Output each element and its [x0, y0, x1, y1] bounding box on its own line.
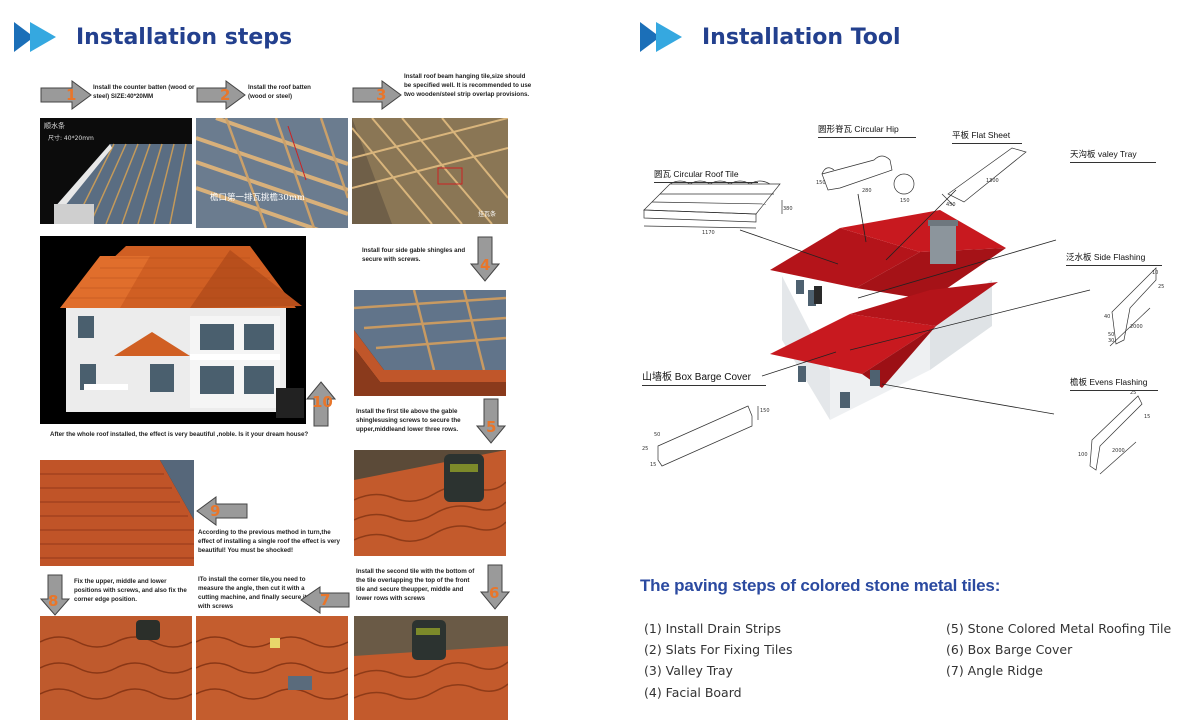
dim-label: 150	[816, 180, 826, 186]
installation-tool-title: Installation Tool	[702, 24, 901, 50]
step-8-arrow: 8	[40, 574, 70, 616]
circular-hip-drawing	[821, 155, 915, 195]
dim-label: 25	[642, 446, 648, 452]
photo-label: 尺寸: 40*20mm	[48, 134, 94, 142]
step-5-arrow: 5	[476, 398, 506, 444]
part-evens-flashing-label: 檐板 Evens Flashing	[1070, 376, 1158, 391]
box-barge-cover-drawing	[657, 405, 759, 467]
paving-step-item: (5) Stone Colored Metal Roofing Tile	[946, 621, 1172, 636]
photo-label: 顺水条	[44, 121, 65, 130]
photo-corner-tile	[196, 616, 348, 720]
step-number: 3	[376, 86, 387, 104]
paving-step-item: (6) Box Barge Cover	[946, 642, 1073, 657]
evens-flashing-drawing	[1089, 395, 1143, 475]
roof-components-diagram: 1170 380 150 280 150 1300 450	[642, 147, 1164, 475]
dim-label: 15	[650, 462, 656, 468]
double-chevron-icon	[640, 22, 682, 52]
step-9-caption: According to the previous method in turn…	[198, 529, 341, 554]
dim-label: 25	[1158, 284, 1164, 290]
installation-steps-header: Installation steps	[12, 18, 292, 56]
part-box-barge-cover-label: 山墙板 Box Barge Cover	[642, 368, 766, 386]
step-1-caption: Install the counter batten (wood or stee…	[93, 84, 195, 100]
paving-steps-title: The paving steps of colored stone metal …	[640, 576, 1001, 595]
part-valley-tray-label: 天沟板 valey Tray	[1070, 148, 1156, 163]
photo-single-roof	[40, 460, 194, 566]
photo-second-tile	[354, 616, 508, 720]
photo-gable-shingles	[354, 290, 506, 396]
paving-step-item: (1) Install Drain Strips	[644, 621, 781, 636]
dim-label: 2000	[1130, 324, 1143, 330]
dim-label: 2000	[1112, 448, 1125, 454]
photo-counter-batten: 顺水条 尺寸: 40*20mm	[40, 118, 192, 224]
dim-label: 150	[900, 198, 910, 204]
dim-label: 150	[760, 408, 770, 414]
dim-label: 450	[946, 202, 956, 208]
step-6-arrow: 6	[480, 564, 510, 610]
step-number: 8	[48, 592, 59, 610]
dim-label: 30	[1108, 338, 1114, 344]
part-circular-roof-tile-label: 圆瓦 Circular Roof Tile	[654, 168, 758, 183]
circular-roof-tile-drawing	[643, 180, 783, 229]
step-number: 7	[320, 591, 331, 609]
photo-finished-house	[40, 236, 306, 424]
dim-label: 1300	[986, 178, 999, 184]
photo-label: 挂瓦条	[478, 210, 496, 218]
step-number: 1	[66, 86, 77, 104]
side-flashing-drawing	[1109, 267, 1157, 347]
part-flat-sheet-label: 平板 Flat Sheet	[952, 129, 1022, 144]
dim-label: 1170	[702, 230, 715, 236]
photo-label: 檐口第一排瓦挑檐30mm	[210, 192, 305, 203]
flat-sheet-drawing	[941, 147, 1027, 207]
double-chevron-icon	[14, 22, 56, 52]
photo-first-tile	[354, 450, 506, 556]
step-5-caption: Install the first tile above the gable s…	[356, 408, 461, 433]
step-7-caption: ITo install the corner tile,you need to …	[198, 576, 307, 610]
photo-upper-middle-lower	[40, 616, 192, 720]
paving-step-item: (4) Facial Board	[644, 685, 742, 700]
step-number: 5	[486, 418, 497, 436]
dim-label: 50	[654, 432, 660, 438]
paving-step-item: (7) Angle Ridge	[946, 663, 1043, 678]
dim-label: 380	[783, 206, 793, 212]
dim-label: 100	[1078, 452, 1088, 458]
photo-roof-batten: 檐口第一排瓦挑檐30mm	[196, 118, 348, 228]
step-number: 9	[210, 502, 221, 520]
paving-step-item: (2) Slats For Fixing Tiles	[644, 642, 793, 657]
dim-label: 280	[862, 188, 872, 194]
step-3-arrow: 3	[352, 80, 402, 110]
step-9-arrow: 9	[196, 496, 248, 526]
step-10-arrow: 10	[306, 381, 336, 427]
paving-step-item: (3) Valley Tray	[644, 663, 733, 678]
step-number: 2	[220, 86, 231, 104]
part-circular-hip-label: 圆形脊瓦 Circular Hip	[818, 123, 916, 138]
house-illustration	[770, 210, 1006, 420]
installation-tool-header: Installation Tool	[638, 18, 901, 56]
step-number: 4	[480, 256, 491, 274]
step-2-arrow: 2	[196, 80, 246, 110]
installation-steps-title: Installation steps	[76, 24, 293, 50]
step-4-caption: Install four side gable shingles and sec…	[362, 247, 466, 263]
step-number: 10	[312, 393, 333, 411]
step-4-arrow: 4	[470, 236, 500, 282]
step-3-caption: Install roof beam hanging tile,size shou…	[404, 73, 532, 98]
part-side-flashing-label: 泛水板 Side Flashing	[1066, 251, 1162, 266]
photo-roof-beam: 挂瓦条	[352, 118, 508, 224]
dim-label: 10	[1152, 270, 1158, 276]
step-6-caption: Install the second tile with the bottom …	[356, 568, 475, 602]
dim-label: 25	[1130, 390, 1136, 396]
step-8-caption: Fix the upper, middle and lower position…	[74, 578, 187, 603]
step-number: 6	[489, 584, 500, 602]
leader-lines	[739, 189, 1091, 415]
dim-label: 50	[1108, 332, 1114, 338]
step-2-caption: Install the roof batten (wood or steel)	[248, 84, 311, 100]
dim-label: 15	[1144, 414, 1150, 420]
step-1-arrow: 1	[40, 80, 92, 110]
step-10-caption: After the whole roof installed, the effe…	[50, 431, 309, 438]
dim-label: 40	[1104, 314, 1110, 320]
step-7-arrow: 7	[300, 586, 350, 614]
